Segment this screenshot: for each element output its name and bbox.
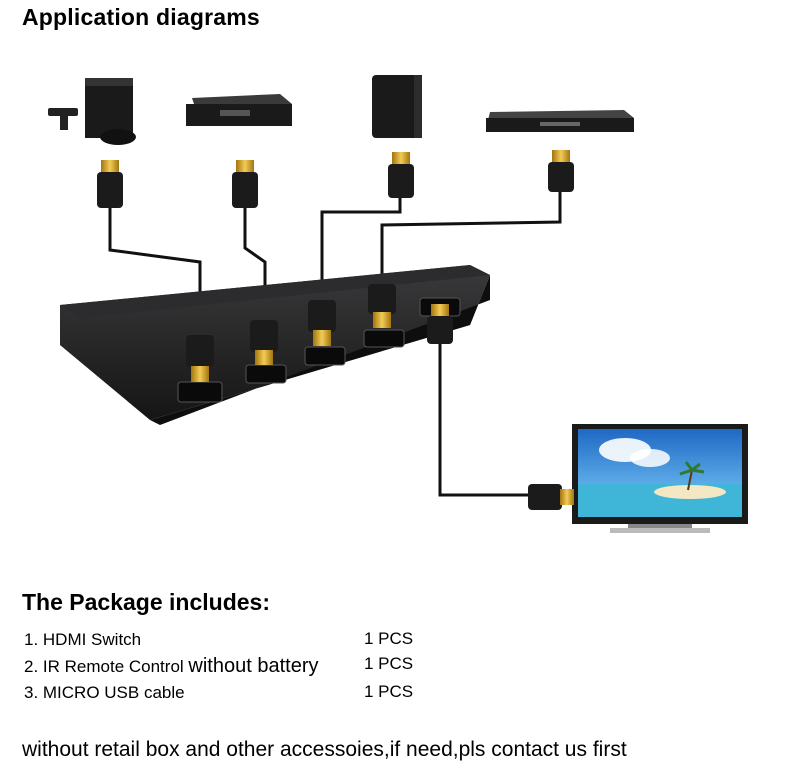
application-diagram <box>48 75 748 533</box>
package-item-qty: 1 PCS <box>364 682 414 701</box>
switch-plug-4 <box>368 284 396 328</box>
switch-plug-2 <box>250 320 278 365</box>
package-item-qty: 1 PCS <box>364 629 414 648</box>
dvd-player-icon <box>486 110 634 132</box>
package-item-label: 3. MICRO USB cable <box>24 683 185 702</box>
switch-plug-1 <box>186 335 214 382</box>
page-title: Application diagrams <box>22 4 260 30</box>
tv-plug <box>528 484 574 510</box>
package-item-label: 1. HDMI Switch <box>24 630 142 649</box>
set-top-box-icon <box>186 94 292 126</box>
tv-icon <box>572 424 748 533</box>
package-title: The Package includes: <box>22 589 270 615</box>
hdmi-plug-4 <box>548 150 574 192</box>
hdmi-plug-3 <box>388 152 414 198</box>
package-item-label: 2. IR Remote Control <box>24 657 184 676</box>
package-item-qty: 1 PCS <box>364 654 414 673</box>
package-item-note: without battery <box>188 655 319 677</box>
switch-plug-3 <box>308 300 336 346</box>
hdmi-plug-1 <box>97 160 123 208</box>
ps3-console-icon <box>372 75 422 138</box>
switch-output-plug <box>427 304 453 344</box>
hdmi-plug-2 <box>232 160 258 208</box>
game-console-icon <box>48 78 136 145</box>
footer-note: without retail box and other accessoies,… <box>22 738 627 761</box>
